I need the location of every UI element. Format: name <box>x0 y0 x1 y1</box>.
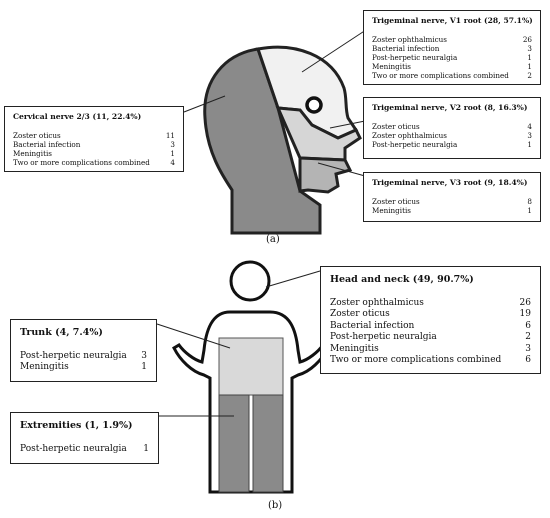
cervical-region <box>203 47 322 235</box>
body-figure <box>172 260 330 494</box>
v2-root-box: Trigeminal nerve, V2 root (8, 16.3%) Zos… <box>363 97 541 159</box>
leader-line-v2 <box>329 120 366 129</box>
v3-region <box>298 156 353 194</box>
right-leg-region <box>252 394 284 493</box>
box-title: Cervical nerve 2/3 (11, 22.4%) <box>13 112 142 121</box>
box-title: Trigeminal nerve, V2 root (8, 16.3%) <box>372 103 528 112</box>
box-title: Head and neck (49, 90.7%) <box>330 274 474 285</box>
cervical-box: Cervical nerve 2/3 (11, 22.4%) Zoster ot… <box>4 106 184 172</box>
leader-line-head-neck <box>265 270 321 288</box>
box-title: Trunk (4, 7.4%) <box>20 327 103 338</box>
extremities-box: Extremities (1, 1.9%) Post-herpetic neur… <box>10 412 159 464</box>
left-leg-region <box>218 394 250 493</box>
head-neck-box: Head and neck (49, 90.7%) Zoster ophthal… <box>320 266 541 374</box>
ear-circle <box>305 96 323 114</box>
leader-line-v1 <box>301 25 373 73</box>
trunk-region <box>218 337 284 396</box>
body-head <box>229 260 271 302</box>
caption-b: (b) <box>268 500 283 511</box>
box-title: Trigeminal nerve, V3 root (9, 18.4%) <box>372 178 528 187</box>
box-title: Extremities (1, 1.9%) <box>20 420 133 431</box>
leader-line-trunk <box>156 323 231 349</box>
caption-a: (a) <box>266 234 280 245</box>
body-outline <box>172 310 330 494</box>
leader-line-cervical <box>183 95 226 113</box>
v1-root-box: Trigeminal nerve, V1 root (28, 57.1%) Zo… <box>363 10 541 85</box>
v3-root-box: Trigeminal nerve, V3 root (9, 18.4%) Zos… <box>363 172 541 222</box>
head-profile <box>203 45 362 235</box>
box-title: Trigeminal nerve, V1 root (28, 57.1%) <box>372 16 533 25</box>
leader-line-v3 <box>317 162 366 177</box>
